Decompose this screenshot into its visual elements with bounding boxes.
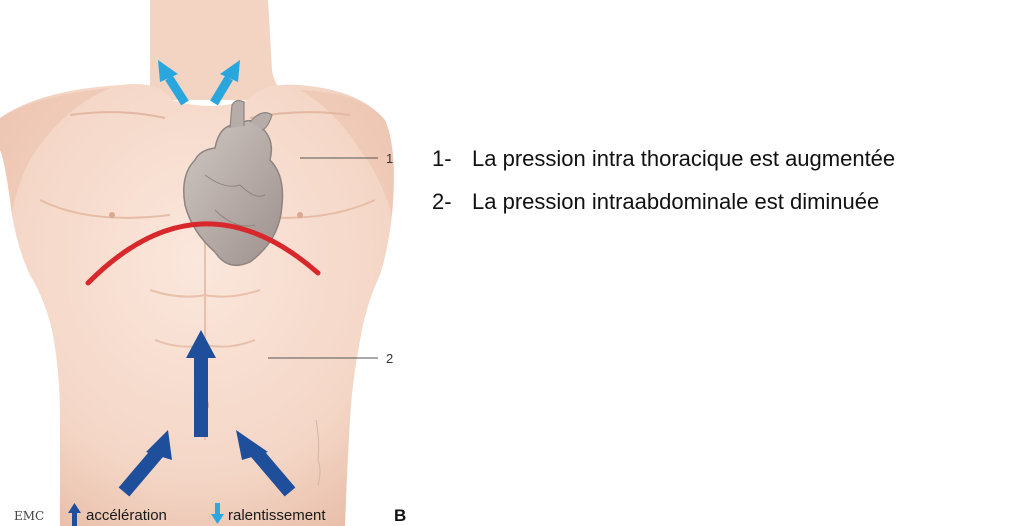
torso — [0, 84, 394, 526]
nipple-right — [297, 212, 303, 218]
caption-item-1: 1-La pression intra thoracique est augme… — [432, 137, 895, 180]
legend-up-label: accélération — [86, 507, 167, 524]
callout-label-1: 1 — [386, 151, 393, 166]
caption-number-2: 2- — [432, 180, 472, 223]
caption-list: 1-La pression intra thoracique est augme… — [432, 137, 895, 223]
legend-down-label: ralentissement — [228, 507, 326, 524]
nipple-left — [109, 212, 115, 218]
caption-text-2: La pression intraabdominale est diminuée — [472, 189, 879, 214]
callout-label-2: 2 — [386, 351, 393, 366]
caption-item-2: 2-La pression intraabdominale est diminu… — [432, 180, 895, 223]
caption-number-1: 1- — [432, 137, 472, 180]
caption-text-1: La pression intra thoracique est augment… — [472, 146, 895, 171]
torso-illustration — [0, 0, 394, 526]
emc-logo: EMC — [14, 509, 44, 523]
panel-letter: B — [394, 506, 406, 525]
